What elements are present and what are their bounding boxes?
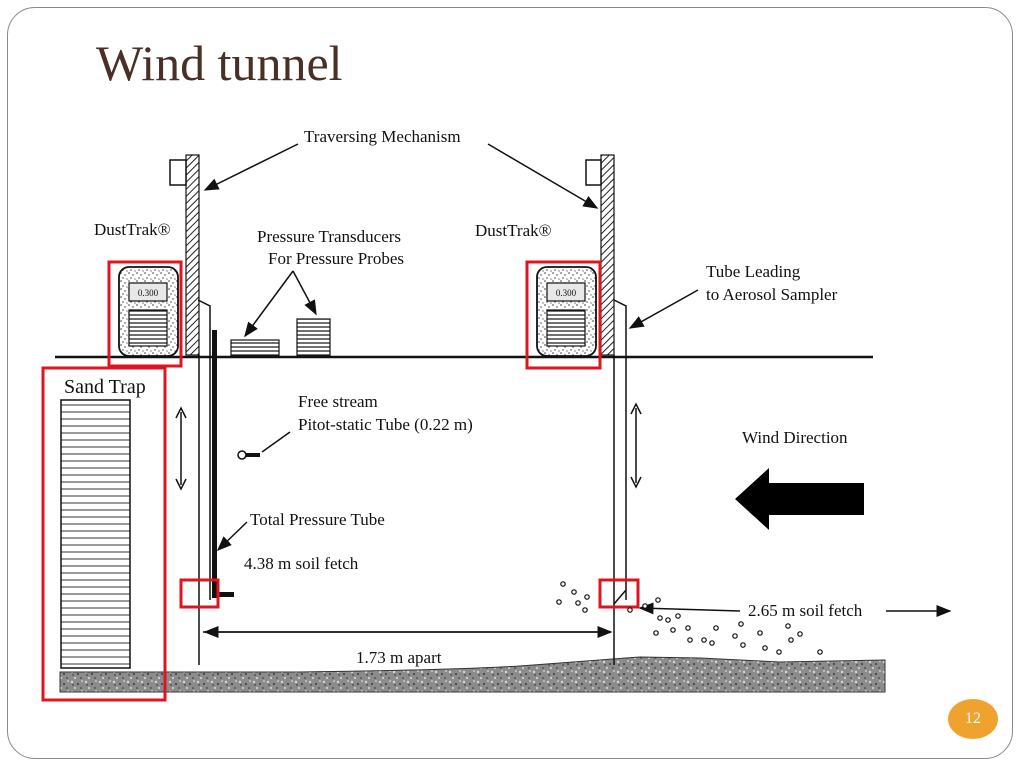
label-apart: 1.73 m apart <box>356 648 442 667</box>
traversing-arrow-right <box>487 143 599 209</box>
dusttrak-left-device: 0.300 <box>118 266 179 357</box>
pressure-transducer-large <box>296 318 331 357</box>
pitot-static-tube <box>237 431 291 460</box>
soil-fetch-arrow-left <box>638 602 741 615</box>
transducer-arrow-left <box>244 270 294 338</box>
left-probe-highlight <box>179 578 220 609</box>
total-pressure-tube-tip <box>212 592 234 597</box>
label-dusttrak-left: DustTrak® <box>94 220 171 239</box>
left-traverse-arrow <box>175 406 187 491</box>
left-traversing-mechanism <box>169 154 200 356</box>
dusttrak-right-display: 0.300 <box>556 288 577 298</box>
total-pressure-tube <box>212 330 217 598</box>
label-soil-fetch-438: 4.38 m soil fetch <box>244 554 359 573</box>
label-tube-leading-line2: to Aerosol Sampler <box>706 285 838 304</box>
slide-title: Wind tunnel <box>96 35 343 91</box>
label-traversing-mechanism: Traversing Mechanism <box>304 127 461 146</box>
wind-direction-arrow <box>735 468 864 530</box>
right-traversing-mechanism <box>585 154 615 356</box>
tube-leading-arrow <box>628 289 699 329</box>
slide-frame <box>7 7 1013 759</box>
right-probe-inlet <box>613 589 627 605</box>
soil-bed <box>59 656 886 693</box>
label-dusttrak-right: DustTrak® <box>475 221 552 240</box>
label-free-stream-line1: Free stream <box>298 392 378 411</box>
pressure-transducer-small <box>230 339 280 357</box>
dusttrak-right-device: 0.300 <box>536 266 597 357</box>
sand-trap <box>60 399 131 669</box>
dusttrak-left-highlight <box>107 260 183 368</box>
label-soil-fetch-265: 2.65 m soil fetch <box>748 601 863 620</box>
sand-trap-highlight <box>41 366 167 702</box>
label-pressure-transducers-line2: For Pressure Probes <box>268 249 404 268</box>
dusttrak-left-display: 0.300 <box>138 288 159 298</box>
right-probe-highlight <box>598 578 640 609</box>
saltating-particles <box>556 581 823 655</box>
total-pressure-arrow <box>216 521 248 552</box>
label-sand-trap: Sand Trap <box>64 376 146 398</box>
transducer-arrow-right <box>292 270 317 316</box>
label-free-stream-line2: Pitot-static Tube (0.22 m) <box>298 415 473 434</box>
page-number-badge: 12 <box>948 699 998 739</box>
label-wind-direction: Wind Direction <box>742 428 848 447</box>
right-traverse-arrow <box>630 402 642 489</box>
dusttrak-right-highlight <box>525 260 602 370</box>
label-pressure-transducers-line1: Pressure Transducers <box>257 227 401 246</box>
right-sampling-tube <box>613 299 627 600</box>
label-tube-leading-line1: Tube Leading <box>706 262 801 281</box>
traversing-arrow-left <box>203 143 299 191</box>
label-total-pressure-tube: Total Pressure Tube <box>250 510 385 529</box>
left-sampling-tube <box>197 299 211 600</box>
